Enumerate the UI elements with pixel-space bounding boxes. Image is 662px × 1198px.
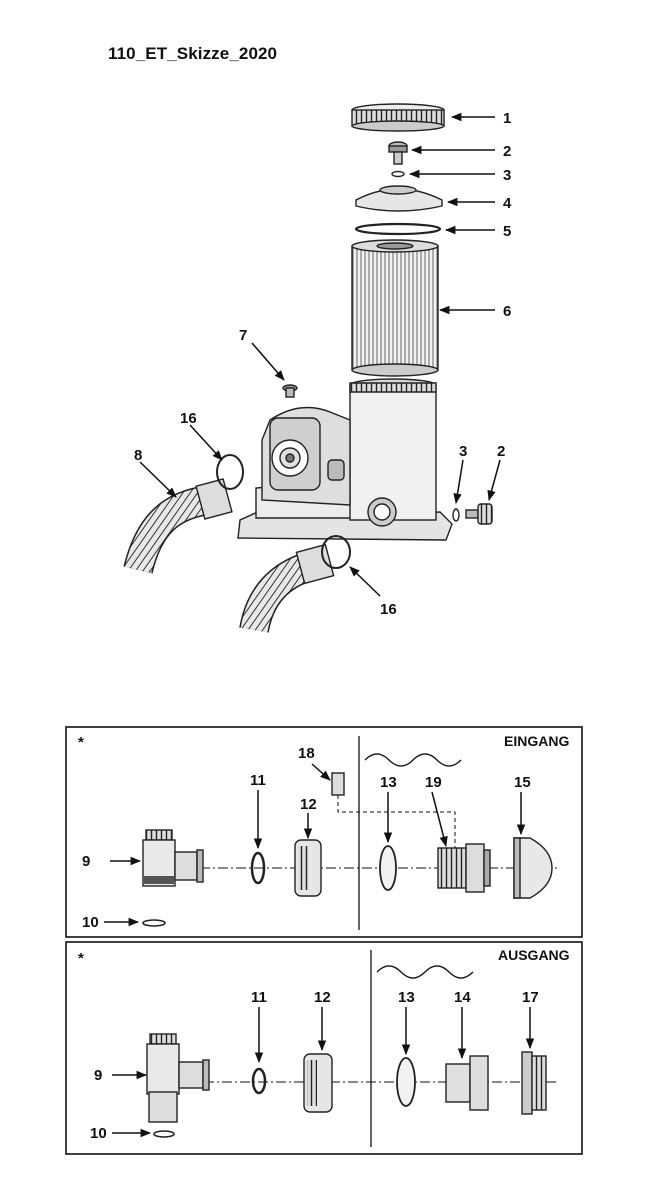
strainer-cover bbox=[355, 185, 443, 212]
outlet-hose bbox=[239, 535, 351, 634]
vent-plug bbox=[282, 384, 298, 398]
label-7: 7 bbox=[239, 327, 247, 344]
inlet-valve bbox=[142, 829, 204, 887]
drawing-title: 110_ET_Skizze_2020 bbox=[108, 44, 278, 63]
label-16-bottom: 16 bbox=[380, 601, 397, 618]
inlet-heading: EINGANG bbox=[504, 733, 569, 749]
inlet-o-ring bbox=[250, 851, 266, 885]
inlet-label-10: 10 bbox=[82, 914, 99, 931]
outlet-connector bbox=[445, 1055, 489, 1111]
outlet-label-17: 17 bbox=[522, 989, 539, 1006]
inlet-label-13: 13 bbox=[380, 774, 397, 791]
label-8: 8 bbox=[134, 447, 142, 464]
inlet-label-11: 11 bbox=[250, 772, 266, 789]
outlet-seal-ring bbox=[396, 1057, 416, 1107]
small-o-ring bbox=[391, 170, 405, 178]
drain-plug bbox=[465, 503, 493, 525]
label-1: 1 bbox=[503, 110, 511, 127]
outlet-label-11: 11 bbox=[251, 989, 267, 1006]
label-2-side: 2 bbox=[497, 443, 505, 460]
inlet-connector bbox=[437, 843, 491, 893]
inlet-nut bbox=[294, 839, 322, 897]
label-4: 4 bbox=[503, 195, 512, 212]
label-3-side: 3 bbox=[459, 443, 467, 460]
label-16-top: 16 bbox=[180, 410, 197, 427]
label-6: 6 bbox=[503, 303, 511, 320]
label-2: 2 bbox=[503, 143, 511, 160]
inlet-detail-box bbox=[65, 726, 583, 938]
inlet-strainer-insert bbox=[331, 772, 456, 850]
label-5: 5 bbox=[503, 223, 511, 240]
outlet-label-10: 10 bbox=[90, 1125, 107, 1142]
outlet-star: * bbox=[78, 950, 84, 967]
outlet-detail-box bbox=[65, 941, 583, 1155]
inlet-valve-seal bbox=[142, 919, 166, 927]
inlet-label-19: 19 bbox=[425, 774, 442, 791]
inlet-seal-ring bbox=[379, 845, 397, 891]
large-o-ring bbox=[354, 222, 442, 236]
inlet-label-15: 15 bbox=[514, 774, 531, 791]
inlet-star: * bbox=[78, 734, 84, 751]
drain-o-ring bbox=[452, 508, 460, 522]
outlet-nut bbox=[303, 1053, 333, 1113]
lid-nut bbox=[351, 103, 445, 132]
inlet-label-9: 9 bbox=[82, 853, 90, 870]
outlet-label-9: 9 bbox=[94, 1067, 102, 1084]
outlet-cover bbox=[521, 1051, 547, 1115]
outlet-label-12: 12 bbox=[314, 989, 331, 1006]
callout-arrows bbox=[139, 112, 501, 597]
inlet-label-12: 12 bbox=[300, 796, 317, 813]
inlet-jet-nozzle bbox=[513, 837, 553, 899]
outlet-label-14: 14 bbox=[454, 989, 471, 1006]
inlet-hose bbox=[123, 454, 244, 574]
inlet-label-18: 18 bbox=[298, 745, 315, 762]
outlet-label-13: 13 bbox=[398, 989, 415, 1006]
outlet-o-ring bbox=[251, 1067, 267, 1095]
cartridge-filter bbox=[351, 239, 439, 377]
pump-housing bbox=[237, 378, 453, 541]
outlet-valve bbox=[146, 1033, 210, 1123]
label-3: 3 bbox=[503, 167, 511, 184]
outlet-heading: AUSGANG bbox=[498, 947, 570, 963]
air-release-valve bbox=[388, 141, 408, 165]
outlet-valve-seal bbox=[153, 1130, 175, 1138]
